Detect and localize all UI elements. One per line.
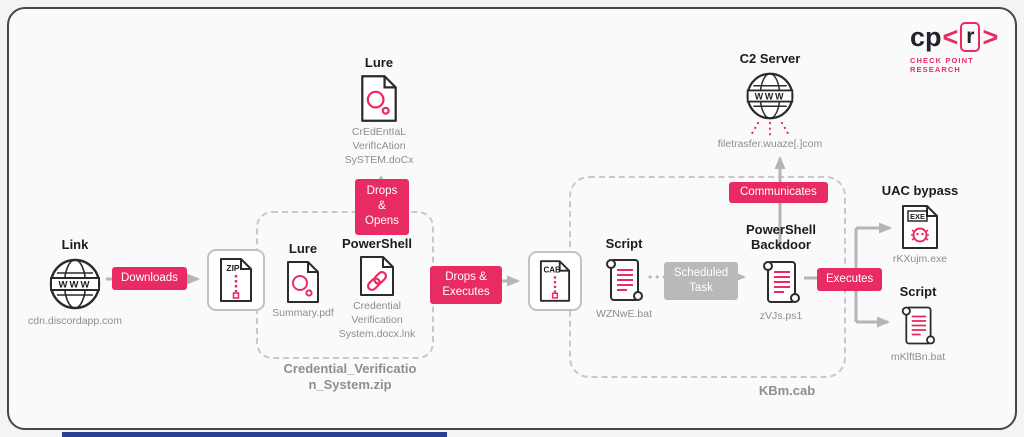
powershell-lnk-title: PowerShell [341, 236, 413, 251]
lure-docx-caption: CrEdEntIaL VerifIcAtion SySTEM.doCx [344, 126, 414, 166]
drops-executes-badge: Drops & Executes [430, 266, 502, 305]
zip-file-icon: ZIP [220, 258, 252, 302]
logo-tagline: CHECK POINT RESEARCH [910, 56, 974, 75]
scroll-icon [901, 306, 936, 345]
script-payload-icon-wrap [876, 303, 960, 348]
powershell-backdoor-title: PowerShell Backdoor [745, 222, 817, 253]
document-link-icon [360, 256, 394, 297]
zip-package-label: Credential_Verification_System.zip [283, 361, 417, 393]
logo-close-bracket: > [982, 21, 999, 52]
executes-badge: Executes [817, 268, 883, 292]
cab-label: CAB [544, 266, 562, 275]
cpr-logo-row: cp < r > [910, 21, 1024, 53]
zip-label: ZIP [226, 263, 240, 273]
cpr-logo: cp < r > CHECK POINT RESEARCH [910, 22, 1024, 74]
downloads-badge: Downloads [112, 267, 187, 291]
powershell-lnk-node: PowerShell Credential Verification Syste… [338, 236, 416, 341]
logo-open-bracket: < [942, 21, 959, 52]
lure-docx-title: Lure [364, 55, 394, 70]
scroll-icon [763, 260, 800, 303]
scheduled-task-badge: Scheduled Task [664, 262, 738, 301]
cab-file-node: CAB [528, 251, 582, 311]
exe-label: EXE [910, 212, 925, 221]
document-icon [361, 75, 397, 123]
scroll-icon [606, 259, 643, 302]
c2-server-title: C2 Server [739, 51, 801, 66]
cab-file-icon: CAB [539, 260, 571, 302]
powershell-backdoor-icon-wrap [734, 257, 828, 307]
globe-icon: WWW [49, 259, 101, 310]
exe-bug-icon: EXE [902, 205, 938, 250]
script-dropper-icon-wrap [584, 255, 664, 305]
c2-signal-dots [748, 122, 792, 139]
c2-server-caption: filetrasfer.wuaze[.]com [717, 138, 823, 151]
communicates-badge: Communicates [729, 182, 828, 204]
script-dropper-caption: WZNwE.bat [595, 308, 652, 321]
script-payload-title: Script [899, 284, 937, 299]
powershell-backdoor-node: PowerShell Backdoor zVJs.ps1 [734, 222, 828, 323]
link-icon-wrap: WWW [15, 256, 135, 312]
script-dropper-node: Script WZNwE.bat [584, 236, 664, 322]
script-dropper-title: Script [605, 236, 643, 251]
uac-bypass-caption: rKXujm.exe [892, 253, 948, 266]
powershell-backdoor-caption: zVJs.ps1 [759, 309, 803, 322]
powershell-lnk-caption: Credential Verification System.docx.lnk [338, 300, 416, 340]
script-payload-node: Script mKlftBn.bat [876, 284, 960, 365]
lure-docx-icon-wrap [330, 74, 428, 123]
powershell-lnk-icon-wrap [338, 255, 416, 297]
www-banner-text: WWW [59, 280, 92, 291]
uac-bypass-node: UAC bypass EXE rKXujm.exe [878, 183, 962, 267]
lure-pdf-title: Lure [288, 241, 318, 256]
www-banner-text: WWW [755, 92, 786, 102]
lure-docx-node: Lure CrEdEntIaL VerifIcAtion SySTEM.doCx [330, 55, 428, 167]
c2-server-icon-wrap: WWW [708, 70, 832, 122]
lure-pdf-caption: Summary.pdf [272, 307, 334, 320]
link-title: Link [61, 237, 89, 252]
cab-package-label: KBm.cab [758, 383, 816, 398]
lure-pdf-node: Lure Summary.pdf [271, 241, 335, 321]
uac-bypass-icon-wrap: EXE [878, 204, 962, 250]
drops-opens-badge: Drops & Opens [355, 179, 409, 235]
zip-file-node: ZIP [207, 249, 265, 311]
uac-bypass-title: UAC bypass [881, 183, 959, 198]
logo-cp-text: cp [910, 21, 942, 52]
logo-r-box: r [960, 22, 981, 53]
diagram-frame [7, 7, 1017, 430]
lure-pdf-icon-wrap [271, 260, 335, 304]
globe-icon: WWW [746, 72, 794, 120]
bottom-blue-bar [62, 432, 447, 437]
c2-server-node: C2 Server WWW filetrasfer.wuaze[.]com [708, 51, 832, 152]
link-caption: cdn.discordapp.com [28, 315, 122, 328]
document-icon [287, 261, 319, 304]
link-node: Link WWW cdn.discordapp.com [15, 237, 135, 329]
script-payload-caption: mKlftBn.bat [890, 351, 946, 364]
